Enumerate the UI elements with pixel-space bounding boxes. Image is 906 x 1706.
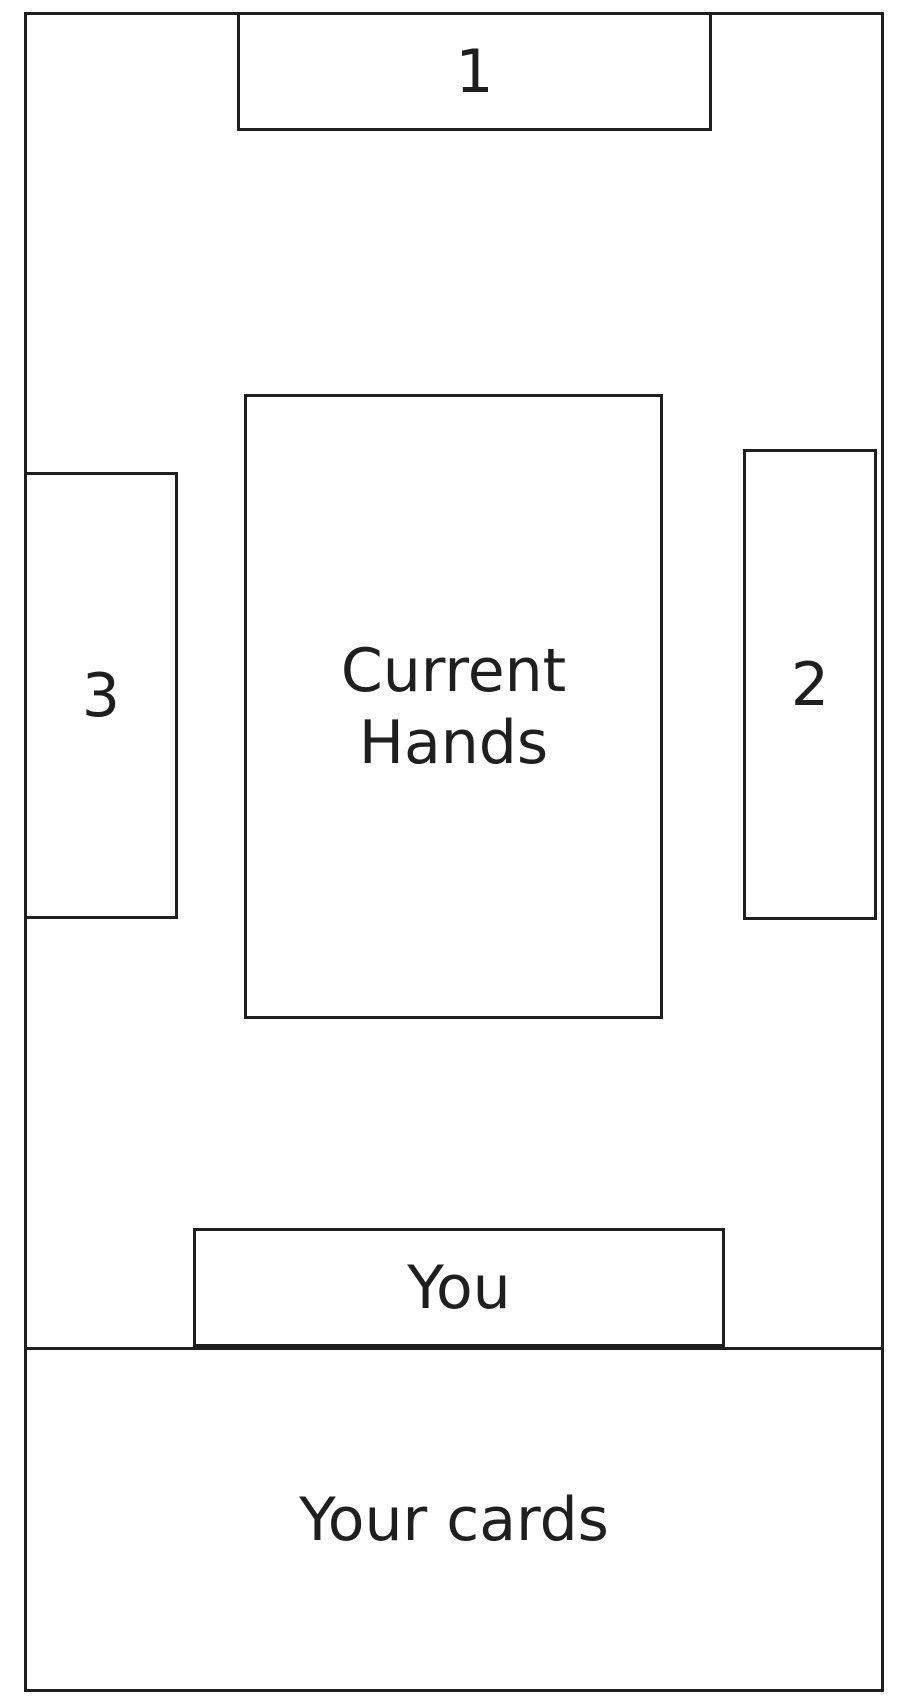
you-label: You (407, 1252, 511, 1323)
player-1-label: 1 (455, 36, 494, 107)
you-slot: You (193, 1228, 725, 1347)
player-2-label: 2 (790, 649, 830, 720)
player-2-slot: 2 (743, 449, 877, 920)
your-cards-area: Your cards (24, 1347, 884, 1692)
player-1-slot: 1 (237, 12, 712, 131)
current-hands-label: Current Hands (340, 635, 567, 778)
your-cards-label: Your cards (299, 1484, 609, 1555)
player-3-slot: 3 (24, 472, 178, 919)
current-hands-area: Current Hands (244, 394, 663, 1019)
player-3-label: 3 (81, 660, 121, 731)
